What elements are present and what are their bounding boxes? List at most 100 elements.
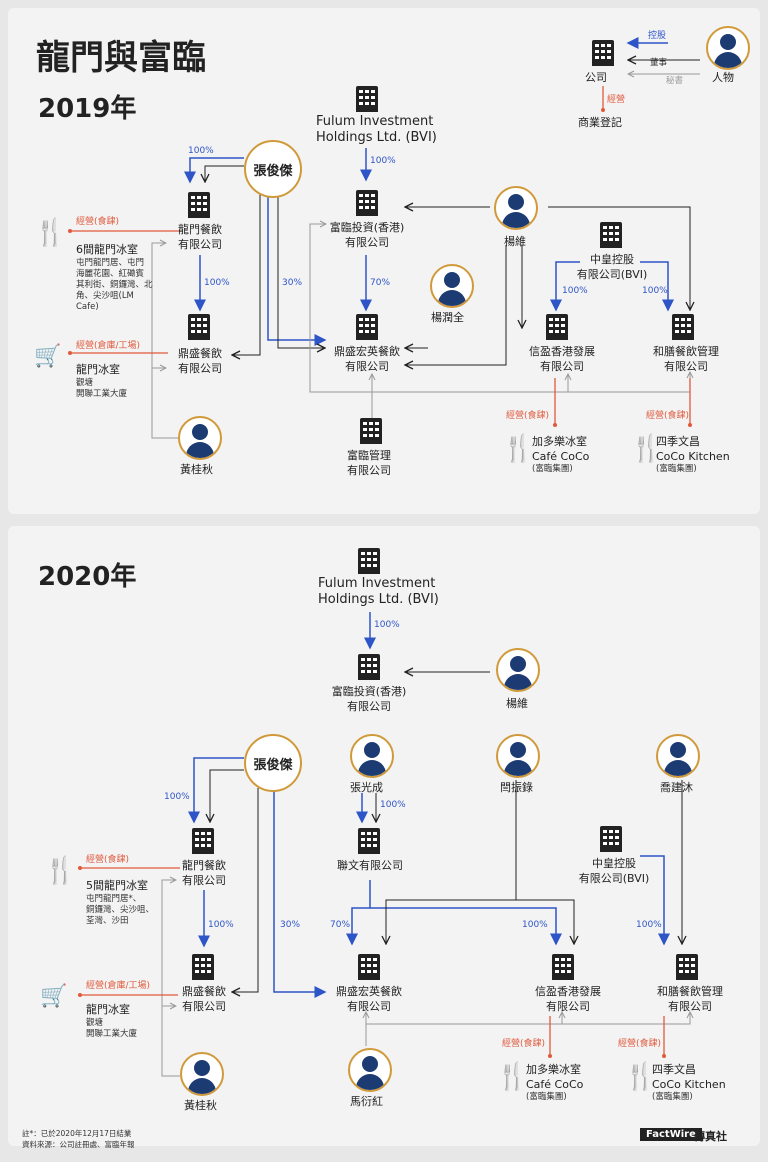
building-icon: [188, 192, 210, 218]
building-icon: [676, 954, 698, 980]
pct-label: 100%: [374, 620, 400, 630]
pct-label: 70%: [330, 920, 351, 930]
person-qiaojianmu: [656, 734, 700, 778]
pct-label: 100%: [188, 146, 214, 156]
pct-label: 100%: [204, 278, 230, 288]
person-yangrunquan: [430, 264, 474, 308]
operate-label: 經營(食肆): [618, 1039, 662, 1049]
label-yang: 楊維: [506, 697, 528, 710]
footer-source: 資料來源：公司註冊處、富臨年報: [22, 1140, 135, 1149]
pct-label: 100%: [164, 792, 190, 802]
panel-2019: [8, 8, 760, 514]
building-icon: [552, 954, 574, 980]
fork-spoon-icon: 🍴: [502, 434, 535, 464]
legend-director: 董事: [650, 58, 668, 68]
year-2019: 2019年: [38, 94, 137, 124]
operate-label: 經營(食肆): [502, 1039, 546, 1049]
building-icon: [546, 314, 568, 340]
person-zhang: 張俊傑: [244, 734, 302, 792]
operate-label: 經營(食肆): [76, 217, 120, 227]
company-wosin: 和膳餐飲管理有限公司: [657, 985, 723, 1013]
operate-label: 經營(倉庫/工場): [86, 981, 151, 991]
building-icon: [356, 314, 378, 340]
shops-detail: 屯門龍門居*、銅鑼灣、尖沙咀、荃灣、沙田: [86, 894, 155, 926]
main-title: 龍門與富臨: [36, 38, 206, 78]
lmcafe-label: 龍門冰室: [86, 1003, 130, 1016]
building-icon: [672, 314, 694, 340]
lmcafe-label: 龍門冰室: [76, 363, 120, 376]
pct-label: 100%: [522, 920, 548, 930]
legend-registration: 商業登記: [578, 116, 622, 129]
person-zhang: 張俊傑: [244, 140, 302, 198]
panel-2020: [8, 526, 760, 1146]
building-icon: [358, 548, 380, 574]
company-chungwong: 中皇控股有限公司(BVI): [576, 253, 648, 281]
label-qiaojianmu: 喬建沐: [660, 781, 693, 794]
company-chungwong: 中皇控股有限公司(BVI): [578, 857, 650, 885]
building-icon: [358, 828, 380, 854]
legend-secretary: 秘書: [666, 76, 684, 86]
label-yang: 楊維: [504, 235, 526, 248]
company-tingshingwang: 鼎盛宏英餐飲有限公司: [334, 345, 400, 373]
legend-holding: 控股: [648, 31, 667, 41]
legend-operate: 經營: [607, 95, 626, 105]
company-lungmun: 龍門餐飲有限公司: [178, 223, 222, 251]
building-icon: [600, 222, 622, 248]
pct-label: 100%: [636, 920, 662, 930]
fork-spoon-icon: 🍴: [630, 434, 663, 464]
company-fulummgmt: 富臨管理有限公司: [347, 449, 391, 477]
label-yangrunquan: 楊潤全: [431, 311, 464, 324]
pct-label: 100%: [208, 920, 234, 930]
label-zhangguangcheng: 張光成: [350, 781, 383, 794]
legend-company: 公司: [585, 71, 607, 84]
fork-spoon-icon: 🍴: [624, 1062, 657, 1092]
pct-label: 100%: [642, 286, 668, 296]
pct-label: 30%: [282, 278, 303, 288]
person-icon: [706, 26, 750, 70]
pct-label: 70%: [370, 278, 391, 288]
building-icon: [356, 86, 378, 112]
building-icon: [358, 654, 380, 680]
company-shunying: 信盈香港發展有限公司: [535, 985, 601, 1013]
fork-spoon-icon: 🍴: [44, 856, 77, 886]
legend-person: 人物: [712, 71, 734, 84]
operate-label: 經營(食肆): [506, 411, 550, 421]
person-huang: [178, 416, 222, 460]
company-wosin: 和膳餐飲管理有限公司: [653, 345, 719, 373]
building-icon: [192, 954, 214, 980]
pct-label: 100%: [562, 286, 588, 296]
shops-count: 5間龍門冰室: [86, 879, 148, 892]
building-icon: [188, 314, 210, 340]
pct-label: 100%: [370, 156, 396, 166]
lmcafe-detail: 觀塘開聯工業大廈: [86, 1018, 138, 1039]
person-huang: [180, 1052, 224, 1096]
label-yanzhenlu: 閆振錄: [500, 781, 533, 794]
company-lianman: 聯文有限公司: [337, 859, 403, 872]
operate-label: 經營(食肆): [646, 411, 690, 421]
footer-note: 註*：已於2020年12月17日結業: [22, 1129, 132, 1138]
company-tingshing: 鼎盛餐飲有限公司: [182, 985, 226, 1013]
building-icon: [592, 40, 614, 66]
fork-spoon-icon: 🍴: [496, 1062, 529, 1092]
person-yang: [496, 648, 540, 692]
person-zhangguangcheng: [350, 734, 394, 778]
label-huang: 黃桂秋: [180, 463, 213, 476]
pct-label: 100%: [380, 800, 406, 810]
company-fulumhk: 富臨投資(香港)有限公司: [329, 221, 405, 249]
person-ma: [348, 1048, 392, 1092]
label-ma: 馬衍紅: [350, 1095, 383, 1108]
company-tingshing: 鼎盛餐飲有限公司: [178, 347, 222, 375]
lmcafe-detail: 觀塘開聯工業大廈: [76, 378, 128, 399]
label-huang: 黃桂秋: [184, 1099, 217, 1112]
company-tingshingwang: 鼎盛宏英餐飲有限公司: [336, 985, 402, 1013]
company-lungmun: 龍門餐飲有限公司: [182, 859, 226, 887]
building-icon: [356, 190, 378, 216]
building-icon: [600, 826, 622, 852]
